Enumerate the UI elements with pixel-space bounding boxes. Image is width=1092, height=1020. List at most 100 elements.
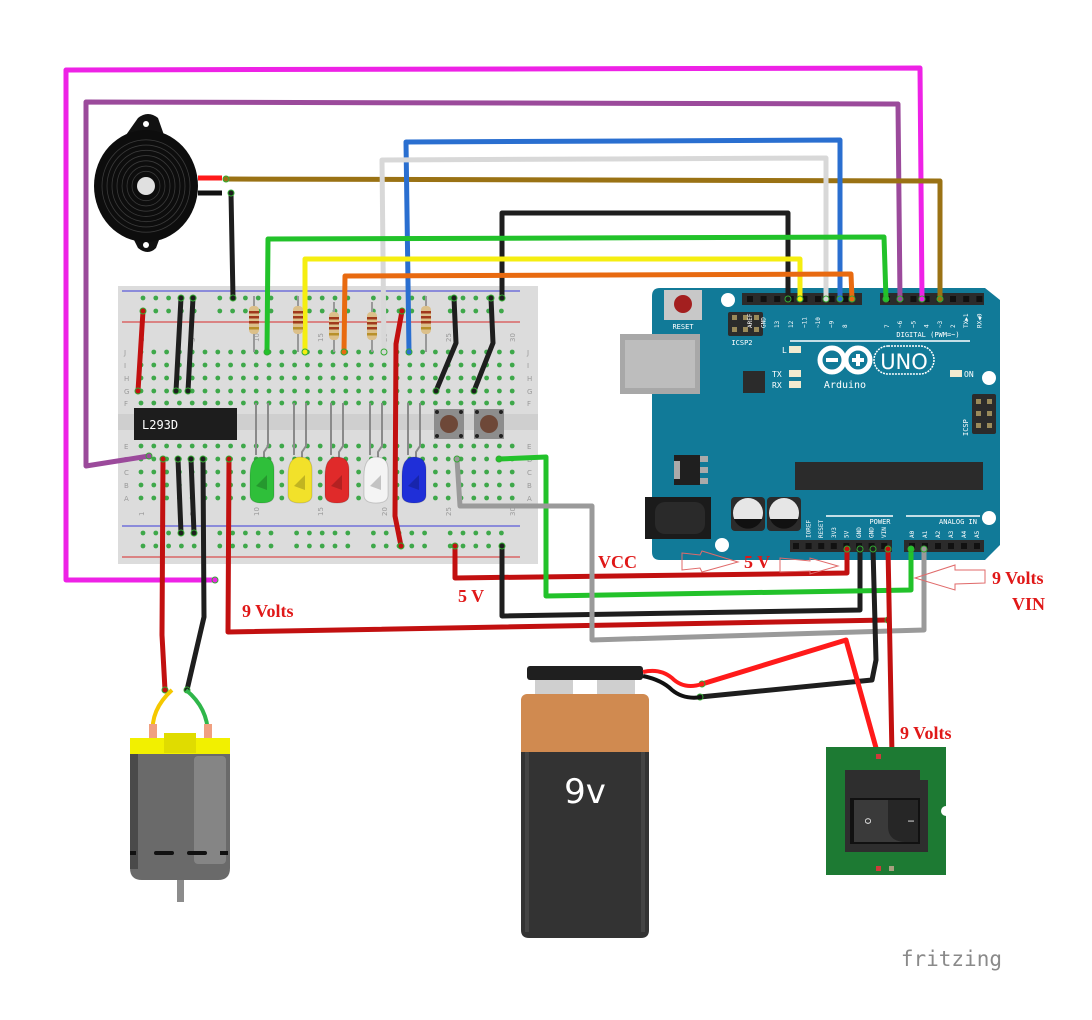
column-number: 10 xyxy=(253,333,261,342)
digital-pin-label: ~9 xyxy=(829,320,836,328)
breadboard-hole xyxy=(484,495,489,501)
led-body xyxy=(249,456,275,504)
breadboard-hole xyxy=(253,362,259,368)
rail-hole xyxy=(243,530,248,536)
wire-red-motor xyxy=(159,456,168,693)
jumper-red-power-end xyxy=(134,387,142,395)
breadboard-hole xyxy=(330,375,336,381)
resistor-band xyxy=(249,311,259,314)
wire-magenta-pin4-end xyxy=(211,576,219,584)
breadboard-hole xyxy=(420,388,425,394)
digital-pin xyxy=(828,296,835,302)
rail-hole xyxy=(166,295,172,301)
breadboard-hole xyxy=(509,469,515,475)
breadboard-hole xyxy=(509,400,515,406)
breadboard-hole xyxy=(445,375,451,381)
jumper-black-2 xyxy=(185,295,196,394)
rail-hole xyxy=(140,530,146,536)
breadboard-hole xyxy=(215,362,221,368)
breadboard-hole xyxy=(381,375,387,381)
breadboard-hole xyxy=(484,375,489,381)
breadboard-hole xyxy=(164,349,170,355)
battery-label: 9v xyxy=(564,772,606,812)
resistor-band xyxy=(367,327,377,330)
mount-hole xyxy=(715,538,729,552)
resistor-body xyxy=(249,306,259,334)
reset-button-cap[interactable] xyxy=(674,295,692,313)
breadboard-hole xyxy=(458,388,464,394)
icsp-header xyxy=(972,394,996,434)
breadboard-hole xyxy=(215,469,221,475)
jumper-black-4-end xyxy=(187,455,195,463)
jumper-black-1 xyxy=(173,295,184,394)
breadboard-hole xyxy=(497,362,502,368)
wire-brown-buzzer-pin3 xyxy=(223,176,943,302)
wire-red-motor-end xyxy=(159,455,167,463)
breadboard-hole xyxy=(509,349,515,355)
push-button-2[interactable] xyxy=(474,409,504,439)
breadboard-hole xyxy=(471,375,477,381)
led-lead xyxy=(263,403,269,458)
breadboard-hole xyxy=(151,443,157,449)
wire-orange-pin9 xyxy=(341,271,855,355)
rail-hole xyxy=(345,543,351,549)
breadboard-hole xyxy=(497,388,502,394)
push-button-1[interactable] xyxy=(434,409,464,439)
resistor-band xyxy=(293,321,303,324)
resistor-band xyxy=(329,333,339,336)
breadboard-hole xyxy=(228,400,234,406)
regulator-pin xyxy=(700,456,708,462)
jumper-black-2-end xyxy=(184,387,192,395)
breadboard-hole xyxy=(356,349,361,355)
led-green xyxy=(249,403,275,504)
rail-hole xyxy=(243,543,248,549)
digital-header-right xyxy=(880,293,984,305)
wire-yellow-pin13-end xyxy=(796,295,804,303)
rail-hole xyxy=(217,295,223,301)
buzzer-ring xyxy=(121,160,171,212)
usb-chip xyxy=(743,371,765,393)
arduino-logo-text: Arduino xyxy=(824,380,866,391)
wire-red-motor-end xyxy=(161,686,169,694)
rail-hole xyxy=(230,530,236,536)
resistor-band xyxy=(329,322,339,325)
breadboard-hole xyxy=(317,362,323,368)
breadboard-hole xyxy=(138,495,144,501)
breadboard-hole xyxy=(343,400,349,406)
rail-hole xyxy=(217,308,223,314)
digital-pin xyxy=(747,296,753,302)
row-letter: A xyxy=(124,495,129,503)
analog-pin xyxy=(948,543,954,549)
switch-notch xyxy=(941,806,951,816)
wire-red-9v-vin xyxy=(225,456,891,635)
breadboard-hole xyxy=(241,375,246,381)
rail-hole xyxy=(460,530,466,536)
mount-hole xyxy=(982,371,996,385)
rail-hole xyxy=(409,543,415,549)
wire-red-5v-end xyxy=(843,545,851,553)
wire-gray-a1 xyxy=(454,456,927,643)
wire-black-motor-end xyxy=(199,455,207,463)
column-number: 10 xyxy=(253,507,261,516)
breadboard-hole xyxy=(215,495,221,501)
breadboard-hole xyxy=(266,375,272,381)
led-body xyxy=(287,456,313,504)
wire-black-buzzer-gnd-end xyxy=(227,189,235,197)
resistor-band xyxy=(329,327,339,330)
wire-red-5v xyxy=(452,543,850,581)
breadboard-hole xyxy=(177,443,182,449)
wire-green-a0-end xyxy=(495,455,503,463)
wire-white-pin11 xyxy=(379,155,829,355)
jumper-black-2-end xyxy=(189,294,197,302)
icsp2-label: ICSP2 xyxy=(731,339,752,347)
digital-pin-label: ~6 xyxy=(897,320,904,328)
analog-pin xyxy=(935,543,941,549)
digital-pin-label: 8 xyxy=(842,324,849,328)
breadboard-hole xyxy=(202,349,208,355)
rail-hole xyxy=(332,295,338,301)
breadboard-hole xyxy=(497,400,502,406)
led-l-label: L xyxy=(782,346,787,355)
9v-bottom-label: 9 Volts xyxy=(242,601,294,621)
breadboard-hole xyxy=(420,349,425,355)
rail-hole xyxy=(371,543,376,549)
